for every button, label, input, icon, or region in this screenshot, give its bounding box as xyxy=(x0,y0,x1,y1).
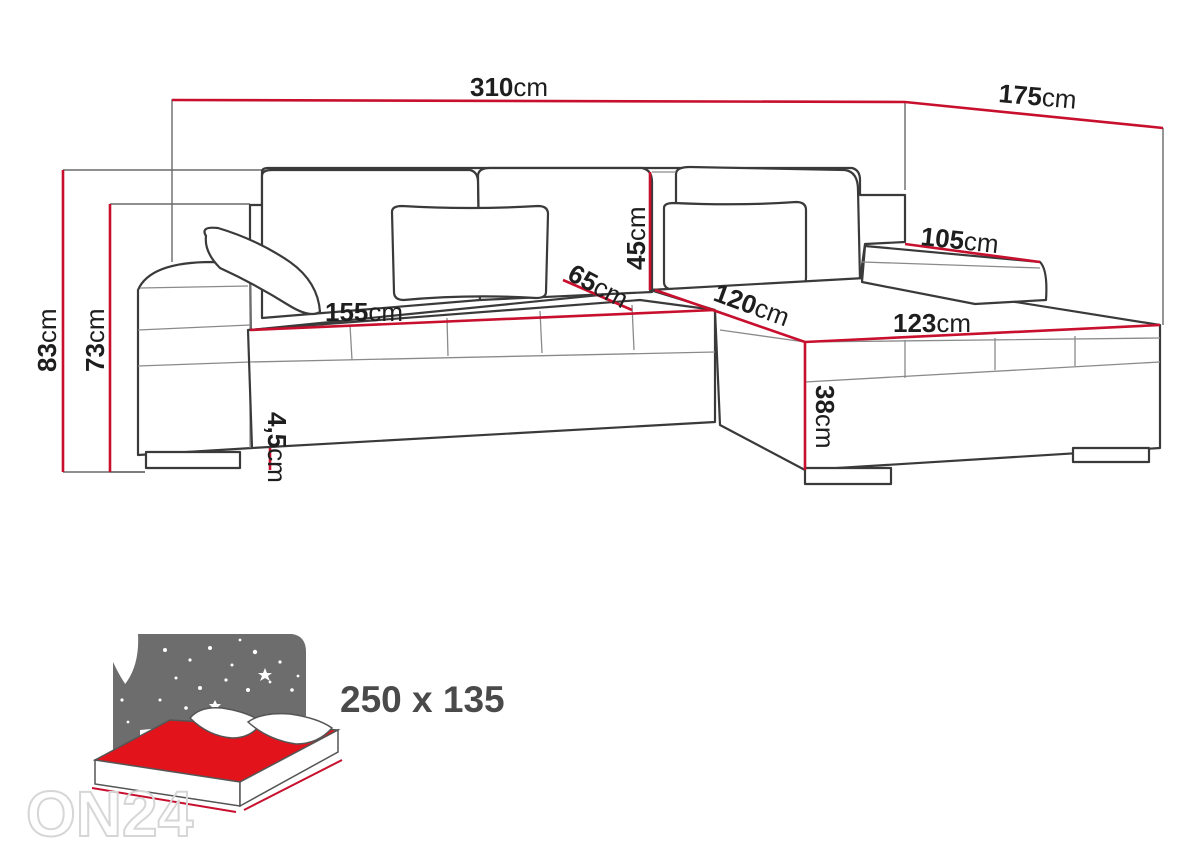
pillow-left xyxy=(203,226,322,316)
sofa-drawing xyxy=(136,165,1162,486)
main-seat xyxy=(246,298,717,450)
dim-4-5: 4,5cm xyxy=(262,412,292,483)
watermark-logo: ON24 xyxy=(26,778,194,850)
pillow-middle xyxy=(390,204,550,302)
dim-83: 83cm xyxy=(32,308,62,372)
dim-73: 73cm xyxy=(80,308,110,372)
left-armrest xyxy=(136,260,254,457)
sleeping-area-icon xyxy=(91,634,343,813)
dim-38: 38cm xyxy=(810,385,840,449)
sleeping-area-size: 250 x 135 xyxy=(340,679,505,720)
star-icon xyxy=(120,638,300,724)
dim-45: 45cm xyxy=(621,206,651,270)
dim-155: 155cm xyxy=(325,297,403,327)
leg xyxy=(803,466,893,486)
pillow-right xyxy=(662,200,808,292)
leg xyxy=(1071,446,1151,464)
dim-310: 310cm xyxy=(470,72,548,102)
dimension-lines xyxy=(61,98,1164,472)
dim-175: 175cm xyxy=(997,78,1077,115)
night-sky xyxy=(120,634,306,730)
mattress-side xyxy=(239,728,339,808)
leg xyxy=(144,450,242,470)
pillow-icon xyxy=(246,712,334,745)
dim-105: 105cm xyxy=(919,221,1000,259)
chaise-armrest xyxy=(860,244,1048,306)
dim-123: 123cm xyxy=(893,308,971,338)
